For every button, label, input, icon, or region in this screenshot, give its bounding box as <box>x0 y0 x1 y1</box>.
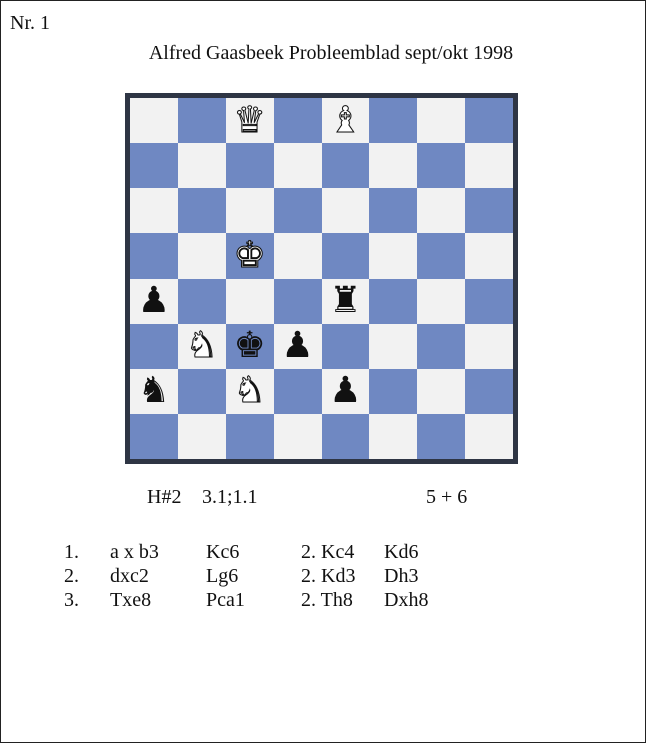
square-g7 <box>417 143 465 188</box>
square-e5 <box>322 233 370 278</box>
white-king-icon: ♚ <box>234 238 266 274</box>
square-c5: ♚ <box>226 233 274 278</box>
solution-move: 2. Kc4 <box>301 541 354 564</box>
black-knight-icon: ♞ <box>138 373 170 409</box>
problem-title: Alfred Gaasbeek Probleemblad sept/okt 19… <box>1 42 645 65</box>
square-h3 <box>465 324 513 369</box>
square-c4 <box>226 279 274 324</box>
square-a4: ♟ <box>130 279 178 324</box>
stipulation-type: H#2 <box>147 486 181 509</box>
square-f7 <box>369 143 417 188</box>
solution-number: 3. <box>64 589 79 612</box>
white-queen-icon: ♛ <box>234 103 266 139</box>
solution-number: 2. <box>64 565 79 588</box>
square-g1 <box>417 414 465 459</box>
square-h8 <box>465 98 513 143</box>
square-a7 <box>130 143 178 188</box>
chess-board-frame: ♛ ♝ ♚ ♟ ♜ ♞ ♚ ♟ ♞ ♞ ♟ <box>125 93 518 464</box>
square-h1 <box>465 414 513 459</box>
square-e6 <box>322 188 370 233</box>
square-a6 <box>130 188 178 233</box>
square-g6 <box>417 188 465 233</box>
square-c2: ♞ <box>226 369 274 414</box>
square-d6 <box>274 188 322 233</box>
square-c7 <box>226 143 274 188</box>
square-e4: ♜ <box>322 279 370 324</box>
solution-move: Dh3 <box>384 565 418 588</box>
square-e1 <box>322 414 370 459</box>
square-b2 <box>178 369 226 414</box>
solution-move: dxc2 <box>110 565 149 588</box>
solution-move: Kd6 <box>384 541 418 564</box>
white-bishop-icon: ♝ <box>329 103 361 139</box>
black-king-icon: ♚ <box>234 328 266 364</box>
piece-count: 5 + 6 <box>426 486 467 509</box>
square-f8 <box>369 98 417 143</box>
solution-move: 2. Th8 <box>301 589 353 612</box>
square-e8: ♝ <box>322 98 370 143</box>
square-d4 <box>274 279 322 324</box>
square-d1 <box>274 414 322 459</box>
solution-move: a x b3 <box>110 541 159 564</box>
square-g5 <box>417 233 465 278</box>
square-h6 <box>465 188 513 233</box>
solution-number: 1. <box>64 541 79 564</box>
square-d3: ♟ <box>274 324 322 369</box>
black-pawn-icon: ♟ <box>138 283 170 319</box>
square-b4 <box>178 279 226 324</box>
square-f1 <box>369 414 417 459</box>
square-b1 <box>178 414 226 459</box>
square-f5 <box>369 233 417 278</box>
square-e3 <box>322 324 370 369</box>
square-d5 <box>274 233 322 278</box>
solution-move: Kc6 <box>206 541 239 564</box>
black-rook-icon: ♜ <box>329 283 361 319</box>
square-h5 <box>465 233 513 278</box>
square-d2 <box>274 369 322 414</box>
square-d7 <box>274 143 322 188</box>
white-knight-icon: ♞ <box>234 373 266 409</box>
square-c8: ♛ <box>226 98 274 143</box>
problem-number: Nr. 1 <box>10 12 50 35</box>
solution-move: Txe8 <box>110 589 151 612</box>
white-knight-icon: ♞ <box>186 328 218 364</box>
square-e7 <box>322 143 370 188</box>
square-b5 <box>178 233 226 278</box>
square-a8 <box>130 98 178 143</box>
square-h2 <box>465 369 513 414</box>
square-h4 <box>465 279 513 324</box>
square-b7 <box>178 143 226 188</box>
black-pawn-icon: ♟ <box>329 373 361 409</box>
solution-move: 2. Kd3 <box>301 565 355 588</box>
square-g3 <box>417 324 465 369</box>
square-g4 <box>417 279 465 324</box>
black-pawn-icon: ♟ <box>281 328 313 364</box>
square-a2: ♞ <box>130 369 178 414</box>
square-b8 <box>178 98 226 143</box>
square-d8 <box>274 98 322 143</box>
square-f3 <box>369 324 417 369</box>
solution-move: Pca1 <box>206 589 245 612</box>
square-f4 <box>369 279 417 324</box>
square-c3: ♚ <box>226 324 274 369</box>
square-b6 <box>178 188 226 233</box>
square-a1 <box>130 414 178 459</box>
square-f6 <box>369 188 417 233</box>
stipulation-twins: 3.1;1.1 <box>202 486 258 509</box>
chess-board: ♛ ♝ ♚ ♟ ♜ ♞ ♚ ♟ ♞ ♞ ♟ <box>130 98 513 459</box>
square-e2: ♟ <box>322 369 370 414</box>
square-a3 <box>130 324 178 369</box>
square-g2 <box>417 369 465 414</box>
square-b3: ♞ <box>178 324 226 369</box>
square-a5 <box>130 233 178 278</box>
square-h7 <box>465 143 513 188</box>
square-g8 <box>417 98 465 143</box>
square-f2 <box>369 369 417 414</box>
square-c6 <box>226 188 274 233</box>
square-c1 <box>226 414 274 459</box>
solution-move: Dxh8 <box>384 589 428 612</box>
solution-move: Lg6 <box>206 565 238 588</box>
